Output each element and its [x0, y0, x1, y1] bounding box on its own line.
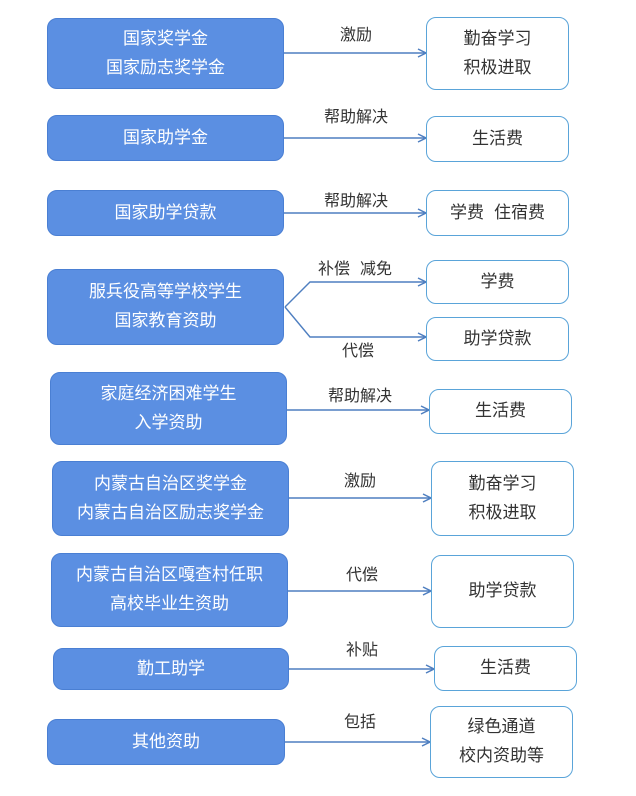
source-box: 内蒙古自治区嘎查村任职 高校毕业生资助 — [51, 553, 288, 627]
source-box: 国家助学金 — [47, 115, 284, 161]
edge-label: 包括 — [343, 712, 377, 731]
source-line: 内蒙古自治区励志奖学金 — [77, 502, 264, 523]
edge-label: 代偿 — [345, 565, 379, 584]
target-box: 助学贷款 — [426, 317, 569, 361]
target-line: 校内资助等 — [459, 746, 544, 766]
source-box: 家庭经济困难学生 入学资助 — [50, 372, 287, 445]
target-line: 住宿费 — [494, 202, 545, 223]
source-line: 勤工助学 — [137, 658, 205, 679]
target-line: 生活费 — [472, 128, 523, 149]
target-box: 勤奋学习 积极进取 — [426, 17, 569, 90]
target-box: 勤奋学习 积极进取 — [431, 461, 574, 536]
target-line: 学费 — [480, 271, 515, 292]
source-line: 国家教育资助 — [114, 311, 217, 331]
target-box: 生活费 — [426, 116, 569, 162]
edge-label: 补贴 — [345, 640, 379, 659]
target-box: 绿色通道 校内资助等 — [430, 706, 573, 778]
source-line: 其他资助 — [132, 731, 200, 752]
source-line: 高校毕业生资助 — [110, 594, 229, 614]
target-line: 生活费 — [480, 658, 531, 678]
source-line: 家庭经济困难学生 — [100, 383, 237, 404]
target-line: 勤奋学习 — [468, 473, 537, 494]
target-line: 生活费 — [475, 401, 526, 421]
source-line: 服兵役高等学校学生 — [89, 282, 242, 302]
target-box: 学费 — [426, 260, 569, 304]
edge-arrow-4a — [284, 282, 426, 308]
target-box: 生活费 — [429, 389, 572, 434]
source-line: 内蒙古自治区嘎查村任职 — [76, 565, 263, 585]
source-box: 内蒙古自治区奖学金 内蒙古自治区励志奖学金 — [52, 461, 289, 536]
edge-label-part: 减免 — [360, 259, 393, 278]
target-line: 助学贷款 — [468, 581, 537, 601]
source-line: 入学资助 — [134, 412, 203, 433]
edge-arrow-4b — [284, 306, 426, 337]
target-box: 生活费 — [434, 646, 577, 691]
edge-label: 激励 — [343, 471, 377, 490]
source-box: 勤工助学 — [53, 648, 289, 690]
edge-label: 激励 — [339, 25, 373, 44]
source-box: 服兵役高等学校学生 国家教育资助 — [47, 269, 284, 345]
target-box: 学费 住宿费 — [426, 190, 569, 236]
source-line: 国家奖学金 — [123, 28, 208, 49]
source-box: 其他资助 — [47, 719, 285, 765]
source-line: 国家助学贷款 — [114, 202, 217, 223]
edge-label: 帮助解决 — [323, 191, 389, 210]
target-line: 积极进取 — [468, 502, 537, 523]
target-line: 学费 — [450, 202, 484, 223]
target-box: 助学贷款 — [431, 555, 574, 628]
edge-label: 帮助解决 — [323, 107, 389, 126]
edge-label-part: 补偿 — [317, 259, 350, 278]
target-line: 勤奋学习 — [463, 28, 532, 49]
edge-label: 补偿减免 — [318, 259, 392, 279]
source-line: 内蒙古自治区奖学金 — [94, 473, 247, 494]
edge-label: 帮助解决 — [327, 386, 393, 405]
source-line: 国家励志奖学金 — [106, 57, 225, 78]
target-line: 助学贷款 — [463, 328, 532, 349]
source-line: 国家助学金 — [123, 127, 208, 148]
target-line: 绿色通道 — [467, 717, 536, 737]
edge-label: 代偿 — [341, 341, 375, 360]
target-line: 积极进取 — [463, 57, 532, 78]
source-box: 国家助学贷款 — [47, 190, 284, 236]
source-box: 国家奖学金 国家励志奖学金 — [47, 18, 284, 89]
